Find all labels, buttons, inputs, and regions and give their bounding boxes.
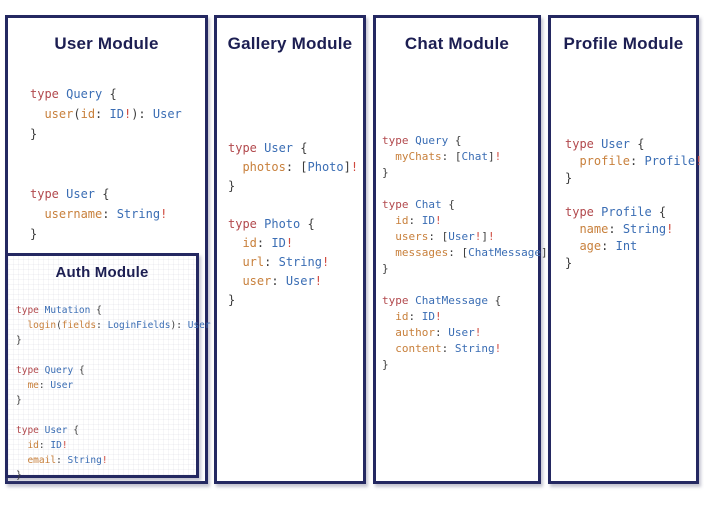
panel-profile-module: Profile Module type User { profile: Prof…	[548, 15, 702, 484]
code-line	[30, 164, 182, 184]
code-line	[382, 181, 554, 197]
gallery-module-code: type User { photos: [Photo]!} type Photo…	[228, 139, 358, 310]
code-line: }	[16, 335, 22, 346]
code-line: type Query {	[382, 134, 462, 147]
code-line	[565, 187, 702, 204]
code-line: }	[16, 395, 22, 406]
code-line: }	[382, 262, 389, 275]
code-line	[16, 348, 211, 363]
code-line: }	[382, 166, 389, 179]
code-line: }	[565, 171, 573, 185]
code-line: user(id: ID!): User	[44, 107, 182, 121]
code-line: type ChatMessage {	[382, 294, 502, 307]
code-line: id: ID!	[242, 236, 294, 250]
code-line: type Mutation {	[16, 305, 102, 316]
chat-module-title: Chat Module	[404, 34, 510, 53]
code-line: user: User!	[242, 274, 322, 288]
code-line: }	[382, 358, 389, 371]
user-module-title: User Module	[54, 34, 159, 53]
code-line: }	[228, 293, 236, 307]
code-line: url: String!	[242, 255, 330, 269]
code-line: name: String!	[579, 222, 674, 236]
code-line: messages: [ChatMessage]!	[395, 246, 554, 259]
code-line: type Profile {	[565, 205, 667, 219]
gallery-module-title: Gallery Module	[227, 34, 353, 53]
code-line	[30, 144, 182, 164]
panel-chat-module: Chat Module type Query { myChats: [Chat]…	[373, 15, 554, 484]
code-line: id: ID!	[27, 440, 68, 451]
code-line: myChats: [Chat]!	[395, 150, 502, 163]
code-line: profile: Profile!	[579, 154, 703, 168]
code-line: type Query {	[16, 365, 85, 376]
code-line: me: User	[27, 380, 74, 391]
code-line: id: ID!	[395, 214, 442, 227]
code-line: type User {	[30, 187, 110, 201]
code-line	[382, 277, 554, 293]
code-line: }	[565, 256, 573, 270]
code-line: users: [User!]!	[395, 230, 495, 243]
profile-module-title: Profile Module	[563, 34, 684, 53]
code-line: type User {	[228, 141, 308, 155]
code-line: }	[30, 127, 38, 141]
profile-module-code: type User { profile: Profile!} type Prof…	[565, 136, 702, 272]
auth-module-title: Auth Module	[55, 264, 149, 281]
panel-gallery-module: Gallery Module type User { photos: [Phot…	[214, 15, 366, 484]
code-line: username: String!	[44, 207, 168, 221]
code-line: }	[30, 227, 38, 241]
code-line: }	[228, 179, 236, 193]
code-line: type User {	[565, 137, 645, 151]
code-line: id: ID!	[395, 310, 442, 323]
code-line: type Photo {	[228, 217, 315, 231]
chat-module-code: type Query { myChats: [Chat]!} type Chat…	[382, 133, 554, 373]
code-line: type Query {	[30, 87, 117, 101]
auth-module-code: type Mutation { login(fields: LoginField…	[16, 303, 211, 483]
code-line: photos: [Photo]!	[242, 160, 359, 174]
panel-auth-module: Auth Module type Mutation { login(fields…	[5, 253, 211, 481]
user-module-code: type Query { user(id: ID!): User} type U…	[30, 84, 182, 244]
code-line: login(fields: LoginFields): User	[27, 320, 211, 331]
code-line	[16, 408, 211, 423]
code-line: author: User!	[395, 326, 482, 339]
code-line: }	[16, 470, 22, 481]
code-line: age: Int	[579, 239, 638, 253]
code-line	[228, 196, 358, 215]
code-line: email: String!	[27, 455, 108, 466]
code-line: type User {	[16, 425, 79, 436]
code-line: type Chat {	[382, 198, 455, 211]
code-line: content: String!	[395, 342, 502, 355]
